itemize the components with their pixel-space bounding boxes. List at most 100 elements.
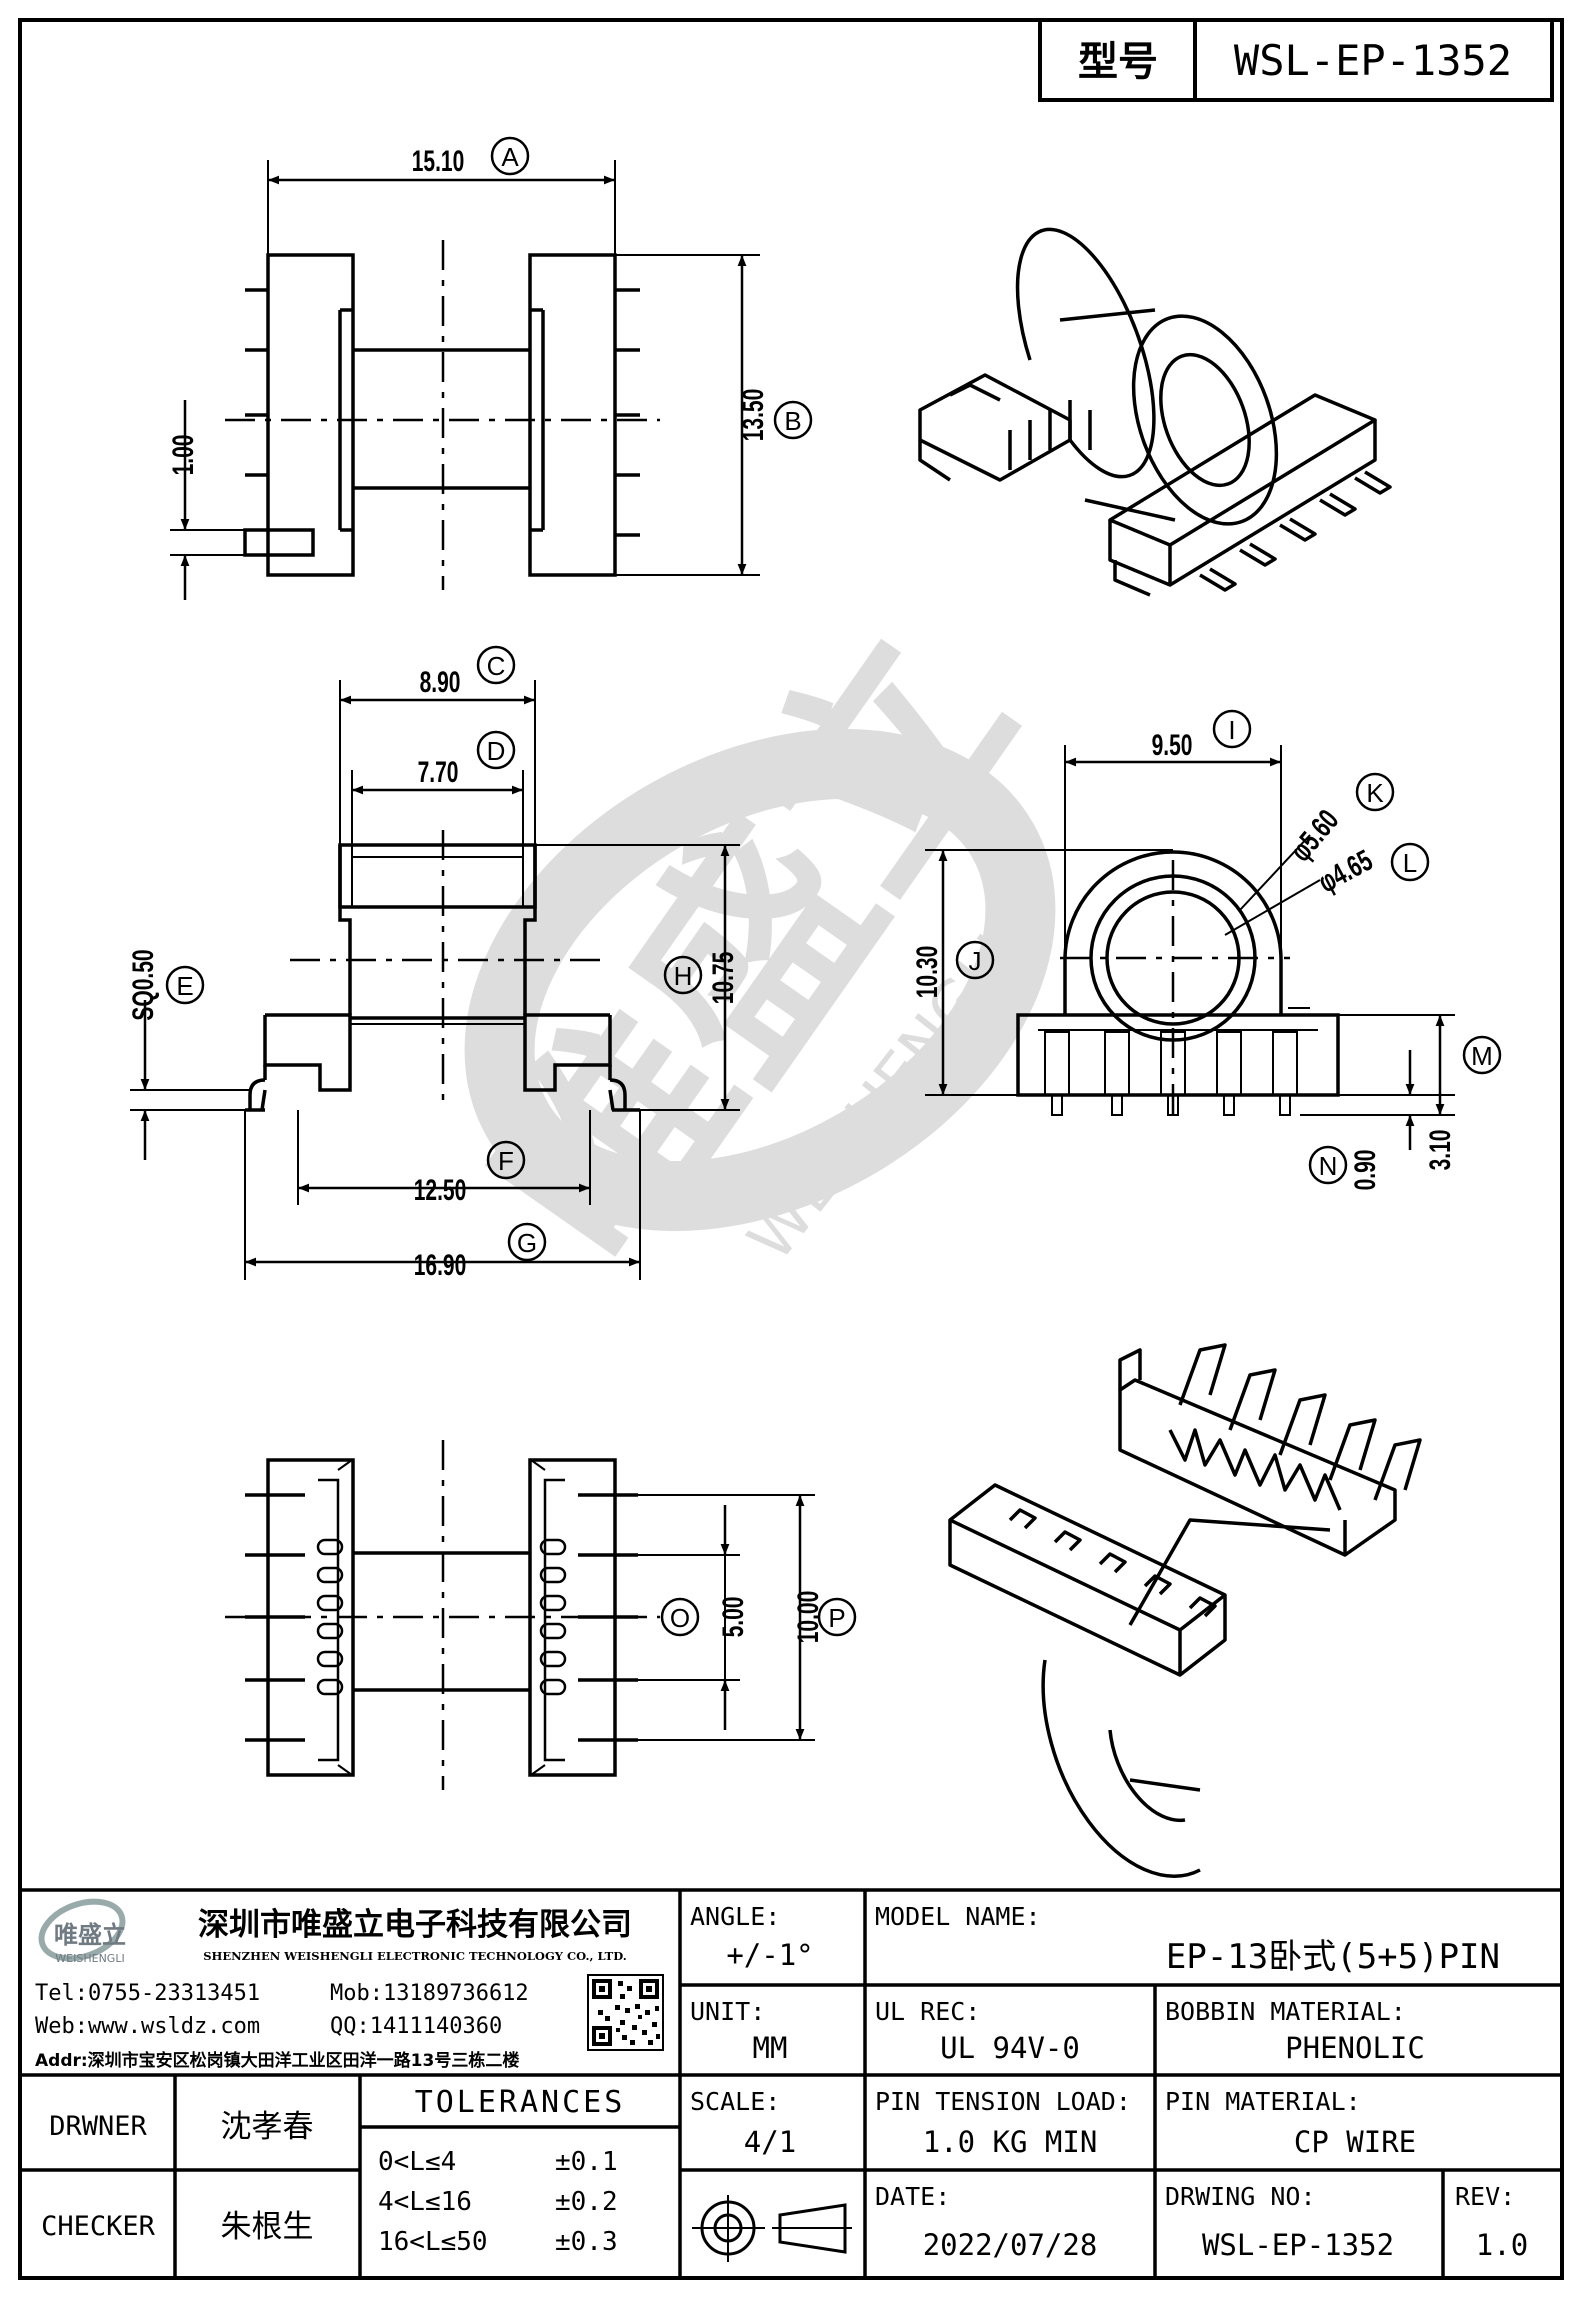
angle-label: ANGLE: [690, 1902, 780, 1931]
company-qq: QQ:1411140360 [330, 2014, 502, 2039]
revision-label: REV: [1455, 2182, 1515, 2211]
dim-H-value: 10.75 [708, 952, 740, 1005]
company-mob: Mob:13189736612 [330, 1981, 529, 2006]
dim-J-tag-circle [955, 940, 995, 980]
dim-H-tag: H [674, 961, 693, 991]
dim-M-tag: M [1471, 1041, 1493, 1071]
company-name-cn: 深圳市唯盛立电子科技有限公司 [198, 1907, 632, 1943]
dim-N-tag: N [1319, 1151, 1338, 1181]
qr-code [587, 1974, 664, 2051]
company-address: Addr:深圳市宝安区松岗镇大田洋工业区田洋一路13号三栋二楼 [35, 2050, 519, 2071]
dim-B-tag-circle [773, 400, 813, 440]
svg-text:WEISHENGLI: WEISHENGLI [55, 1952, 124, 1965]
pin-material-label: PIN MATERIAL: [1165, 2087, 1361, 2116]
tolerance-range-2: 4<L≤16 [378, 2187, 472, 2217]
pin-tension-label: PIN TENSION LOAD: [875, 2087, 1131, 2116]
dim-G-value: 16.90 [414, 1250, 467, 1282]
dim-C-value: 8.90 [420, 667, 461, 699]
projection-symbol [692, 2195, 852, 2262]
dim-N-tag-circle [1308, 1145, 1348, 1185]
dim-E-value: SQ0.50 [128, 949, 160, 1020]
dim-D-tag: D [487, 736, 506, 766]
dim-O-tag: O [670, 1603, 690, 1633]
dim-pin-pitch-value: 1.00 [168, 435, 200, 476]
front-view-labels: 8.90 C 7.70 D 10.75 H SQ0.50 E 12.50 F 1… [128, 645, 740, 1282]
dim-H-tag-circle [663, 955, 703, 995]
tolerance-range-3: 16<L≤50 [378, 2227, 488, 2257]
iso-view-top [918, 227, 1392, 597]
title-block [20, 1888, 1562, 2278]
dim-L-value: φ4.65 [1313, 844, 1378, 899]
front-view [130, 680, 740, 1280]
drawer-label: DRWNER [49, 2111, 147, 2142]
dim-I-value: 9.50 [1152, 730, 1193, 762]
dim-D-tag-circle [476, 730, 516, 770]
dim-F-value: 12.50 [414, 1175, 467, 1207]
tolerance-value-2: ±0.2 [555, 2187, 618, 2217]
pin-tension-value: 1.0 KG MIN [923, 2125, 1098, 2159]
checker-label: CHECKER [41, 2211, 156, 2242]
dim-C-tag-circle [476, 645, 516, 685]
tolerances-label: TOLERANCES [415, 2085, 626, 2120]
dim-L-tag-circle [1390, 842, 1430, 882]
dim-B-tag: B [784, 406, 801, 436]
revision-value: 1.0 [1476, 2228, 1528, 2262]
drawing-number-label: DRWING NO: [1165, 2182, 1316, 2211]
ul-value: UL 94V-0 [940, 2031, 1080, 2065]
dim-C-tag: C [487, 651, 506, 681]
dim-K-tag-circle [1355, 772, 1395, 812]
bobbin-material-label: BOBBIN MATERIAL: [1165, 1997, 1406, 2026]
sheet-border [18, 18, 1564, 2280]
checker-name: 朱根生 [221, 2209, 314, 2245]
dim-O-value: 5.00 [718, 1597, 750, 1638]
dim-A-value: 15.10 [412, 146, 465, 178]
title-block-cells: ANGLE: +/-1° MODEL NAME: EP-13卧式(5+5)PIN… [41, 1902, 1528, 2262]
company-tel: Tel:0755-23313451 [35, 1981, 260, 2006]
dim-J-value: 10.30 [912, 946, 944, 999]
side-view [925, 745, 1455, 1150]
dim-A-tag: A [501, 142, 519, 172]
dim-I-tag-circle [1212, 709, 1252, 749]
scale-value: 4/1 [744, 2125, 796, 2159]
dim-F-tag: F [498, 1146, 514, 1176]
company-web: Web:www.wsldz.com [35, 2014, 260, 2039]
header-block: 型号 WSL-EP-1352 [1038, 18, 1554, 102]
tolerance-value-3: ±0.3 [555, 2227, 618, 2257]
part-number: WSL-EP-1352 [1234, 36, 1512, 85]
svg-text:唯盛立: 唯盛立 [54, 1921, 126, 1949]
dim-J-tag: J [969, 946, 982, 976]
unit-value: MM [753, 2031, 788, 2065]
dim-G-tag: G [517, 1228, 537, 1258]
pin-material-value: CP WIRE [1294, 2125, 1416, 2159]
dim-F-tag-circle [486, 1140, 526, 1180]
dim-A-tag-circle [490, 136, 530, 176]
dim-I-tag: I [1228, 715, 1235, 745]
dim-E-tag-circle [165, 965, 205, 1005]
bottom-view-labels: 5.00 O 10.00 P [660, 1591, 857, 1643]
dim-M-tag-circle [1462, 1035, 1502, 1075]
top-view-labels: 15.10 A 13.50 B 1.00 [168, 136, 813, 476]
drawer-name: 沈孝春 [221, 2109, 314, 2145]
dim-K-tag: K [1366, 778, 1384, 808]
bobbin-material-value: PHENOLIC [1285, 2031, 1425, 2065]
model-label: MODEL NAME: [875, 1902, 1041, 1931]
date-value: 2022/07/28 [923, 2228, 1098, 2262]
type-label: 型号 [1078, 39, 1158, 85]
dim-P-tag-circle [817, 1597, 857, 1637]
angle-value: +/-1° [726, 1938, 813, 1972]
dim-O-tag-circle [660, 1597, 700, 1637]
dim-P-tag: P [828, 1603, 845, 1633]
scale-label: SCALE: [690, 2087, 780, 2116]
dim-D-value: 7.70 [418, 757, 459, 789]
company-logo: 唯盛立 WEISHENGLI [38, 1898, 126, 1965]
dim-B-value: 13.50 [738, 389, 770, 442]
tolerance-range-1: 0<L≤4 [378, 2147, 456, 2177]
dim-E-tag: E [176, 971, 193, 1001]
company-name-en: SHENZHEN WEISHENGLI ELECTRONIC TECHNOLOG… [203, 1949, 627, 1963]
dim-N-value: 0.90 [1350, 1150, 1382, 1191]
company-block: 唯盛立 WEISHENGLI 深圳市唯盛立电子科技有限公司 SHENZHEN W… [35, 1898, 664, 2071]
model-value: EP-13卧式(5+5)PIN [1166, 1937, 1500, 1977]
tolerance-value-1: ±0.1 [555, 2147, 618, 2177]
dim-G-tag-circle [507, 1222, 547, 1262]
